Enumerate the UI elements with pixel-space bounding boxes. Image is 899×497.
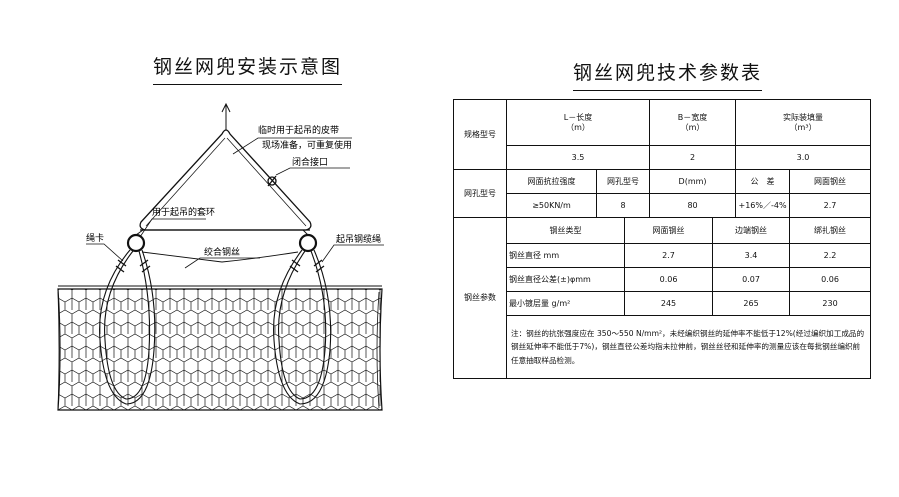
fill-volume-header: 实际装填量 （m³） [735,99,872,146]
label-rope: 起吊钢缆绳 [336,233,381,245]
leader-lines [86,137,384,269]
mesh-header: D(mm) [649,169,737,194]
mesh-value: 80 [649,193,737,218]
spec-model-label: 规格型号 [453,99,507,170]
wire-param-value: 0.07 [712,267,791,292]
closure-knot-icon [267,175,277,187]
title-underline [573,90,763,91]
diagram-title: 钢丝网兜安装示意图 [153,52,343,85]
fill-volume-value: 3.0 [735,145,872,170]
wire-header: 边端钢丝 [712,217,791,244]
spec-row-header: 规格型号 L－长度 （m） B－宽度 （m） 实际装填量 （m³） [453,99,872,170]
mesh-model-label: 网孔型号 [453,169,507,218]
wire-note: 注：钢丝的抗张强度应在 350～550 N/mm²，未经编织钢丝的延伸率不能低于… [505,315,872,379]
mesh-value: 2.7 [789,193,872,218]
length-header: L－长度 （m） [505,99,651,146]
label-twist: 绞合钢丝 [204,246,240,258]
cable-loop-right [273,249,332,405]
mesh-header: 公 差 [735,169,791,194]
lifting-strap [139,129,312,231]
lift-ring-right [298,233,318,253]
wire-param-value: 0.06 [789,267,872,292]
wire-header: 钢丝类型 [506,217,625,244]
wire-param-value: 0.06 [623,267,714,292]
wire-header: 绑扎钢丝 [789,217,872,244]
width-header: B－宽度 （m） [649,99,737,146]
cable-loop-left [99,249,156,405]
wire-header: 网面钢丝 [623,217,714,244]
mesh-header: 网孔型号 [595,169,651,194]
title-underline [153,84,343,85]
mesh-header: 网面钢丝 [789,169,872,194]
wire-row-header: 钢丝参数 钢丝类型 网面钢丝 边端钢丝 绑扎钢丝 [453,217,872,379]
wire-param-value: 230 [789,291,872,316]
wire-param-value: 2.2 [789,243,872,268]
spec-row-values: 3.5 2 3.0 [454,145,872,170]
length-value: 3.5 [505,145,651,170]
spec-table: 规格型号 L－长度 （m） B－宽度 （m） 实际装填量 （m³） 3.5 2 … [453,99,872,379]
mesh-row-header: 网孔型号 网面抗拉强度 网孔型号 D(mm) 公 差 网面钢丝 [453,169,872,218]
wire-param-name: 最小镀层量 g/m² [506,291,625,316]
table-row: 钢丝直径 mm 2.7 3.4 2.2 [454,243,872,268]
lift-ring-left [126,233,146,253]
mesh-row-values: ≥50KN/m 8 80 +16%／-4% 2.7 [454,193,872,218]
mesh-value: ≥50KN/m [506,193,597,218]
wire-param-value: 3.4 [712,243,791,268]
mesh-value: 8 [595,193,651,218]
wire-param-name: 钢丝直径 mm [506,243,625,268]
gabion-mesh [57,285,383,411]
label-loop: 用于起吊的套环 [152,206,215,218]
width-value: 2 [649,145,737,170]
label-closure: 闭合接口 [292,156,328,168]
lift-arrow [221,102,231,130]
wire-param-value: 265 [712,291,791,316]
label-strap-2: 现场准备，可重复使用 [262,139,352,151]
table-row: 钢丝直径公差(±)φmm 0.06 0.07 0.06 [454,267,872,292]
table-title: 钢丝网兜技术参数表 [573,58,763,91]
label-strap: 临时用于起吊的皮带 [258,124,339,136]
table-row: 最小镀层量 g/m² 245 265 230 [454,291,872,316]
label-clamp: 绳卡 [86,232,104,244]
rope-clamp-icon [115,259,325,273]
wire-param-value: 245 [623,291,714,316]
twisted-wire [141,251,299,263]
note-row: 注：钢丝的抗张强度应在 350～550 N/mm²，未经编织钢丝的延伸率不能低于… [454,315,872,379]
wire-param-value: 2.7 [623,243,714,268]
wire-param-name: 钢丝直径公差(±)φmm [506,267,625,292]
mesh-value: +16%／-4% [735,193,791,218]
wire-params-label: 钢丝参数 [453,217,507,379]
mesh-header: 网面抗拉强度 [506,169,597,194]
